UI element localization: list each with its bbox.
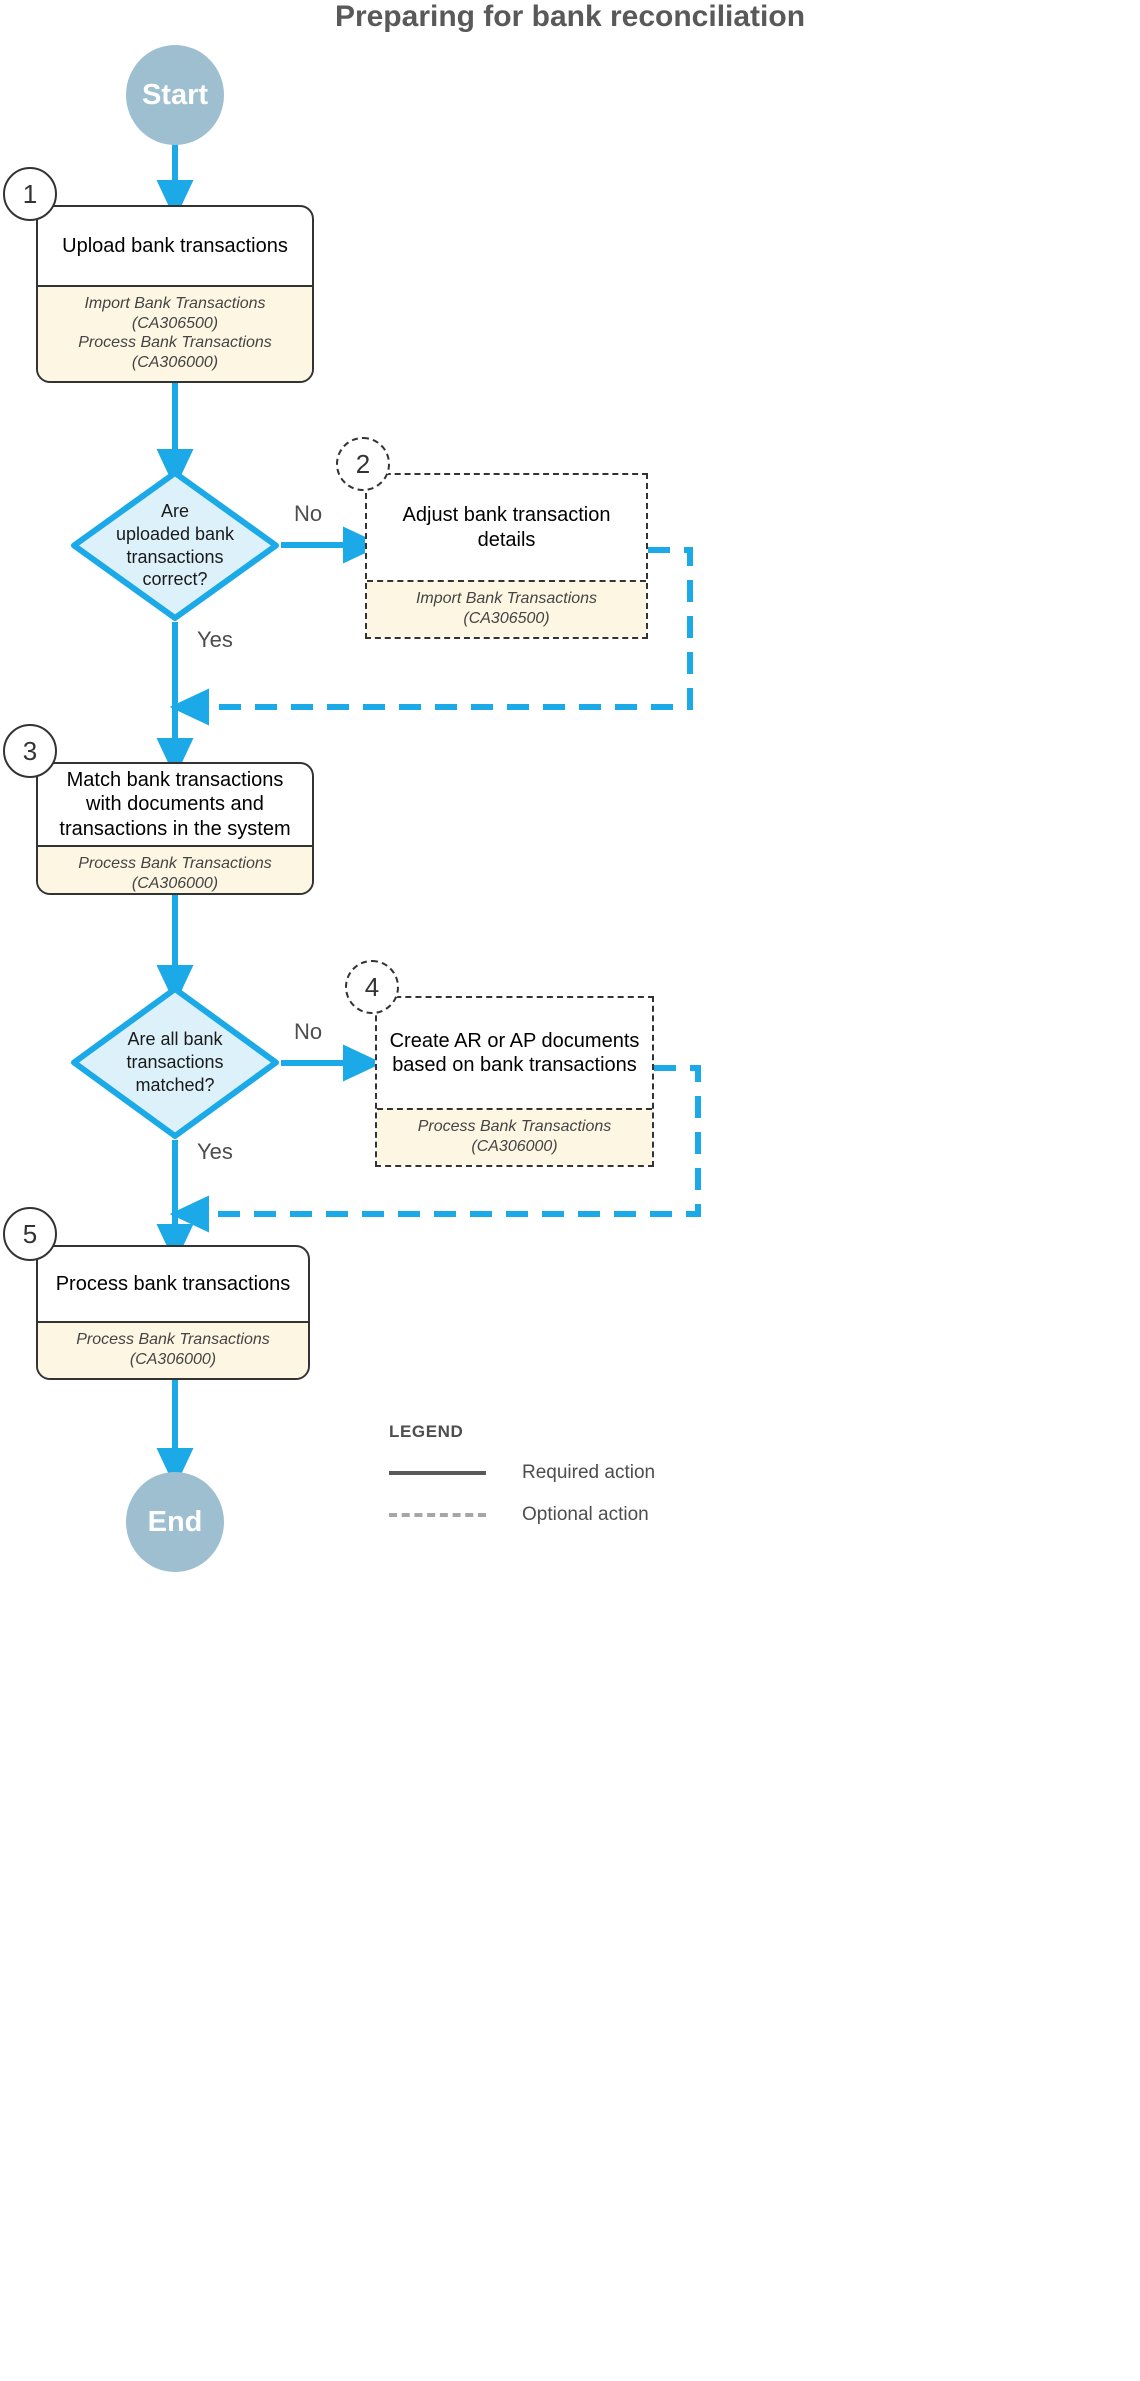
step-badge-2-number: 2 (355, 448, 371, 479)
process-node-4-screens: Process Bank Transactions (CA306000) (377, 1108, 652, 1165)
step-badge-4: 4 (345, 960, 399, 1014)
step-badge-1-number: 1 (22, 178, 38, 209)
step-badge-3: 3 (3, 724, 57, 778)
legend-item-optional: Optional action (389, 1504, 655, 1526)
decision-node-2[interactable]: Are all bank transactions matched? (69, 984, 281, 1141)
process-node-5-screens: Process Bank Transactions (CA306000) (38, 1321, 308, 1378)
start-label: Start (141, 78, 209, 111)
process-node-3[interactable]: Match bank transactions with documents a… (36, 762, 314, 895)
step-badge-1: 1 (3, 167, 57, 221)
decision-node-1[interactable]: Are uploaded bank transactions correct? (69, 468, 281, 623)
step-badge-4-number: 4 (364, 971, 380, 1002)
end-terminator[interactable]: End (126, 1472, 224, 1572)
step-badge-2: 2 (336, 437, 390, 491)
legend-swatch-solid-icon (389, 1471, 486, 1475)
process-node-5-label: Process bank transactions (55, 1272, 291, 1295)
process-node-2-screens: Import Bank Transactions (CA306500) (367, 580, 646, 637)
page-title: Preparing for bank reconciliation (334, 0, 806, 33)
process-node-4[interactable]: Create AR or AP documents based on bank … (375, 996, 654, 1167)
decision-node-2-label: Are all bank transactions matched? (126, 1029, 224, 1095)
legend: LEGEND Required action Optional action (389, 1422, 655, 1526)
process-node-1-label: Upload bank transactions (62, 234, 288, 257)
decision-2-yes-label: Yes (197, 1139, 233, 1164)
decision-1-no-label: No (294, 501, 323, 526)
process-node-4-label: Create AR or AP documents based on bank … (389, 1029, 640, 1077)
legend-title: LEGEND (389, 1422, 464, 1441)
end-label: End (147, 1505, 203, 1538)
process-node-5[interactable]: Process bank transactions Process Bank T… (36, 1245, 310, 1380)
legend-item-optional-label: Optional action (522, 1504, 649, 1525)
decision-2-no-label: No (294, 1019, 323, 1044)
legend-swatch-dashed-icon (389, 1513, 486, 1517)
legend-item-required: Required action (389, 1462, 655, 1484)
process-node-2[interactable]: Adjust bank transaction details Import B… (365, 473, 648, 639)
process-node-1-screens: Import Bank Transactions (CA306500) Proc… (38, 284, 312, 381)
process-node-2-label: Adjust bank transaction details (402, 504, 611, 551)
decision-1-yes-label: Yes (197, 627, 233, 652)
decision-node-1-label: Are uploaded bank transactions correct? (115, 501, 235, 590)
step-badge-3-number: 3 (22, 735, 38, 766)
process-node-3-screens: Process Bank Transactions (CA306000) (38, 845, 312, 893)
legend-item-required-label: Required action (522, 1462, 656, 1483)
process-node-1[interactable]: Upload bank transactions Import Bank Tra… (36, 205, 314, 383)
process-node-3-label: Match bank transactions with documents a… (59, 769, 291, 840)
step-badge-5-number: 5 (22, 1218, 38, 1249)
decision-node-1-shape (71, 470, 279, 621)
step-badge-5: 5 (3, 1207, 57, 1261)
decision-node-2-shape (71, 986, 279, 1139)
start-terminator[interactable]: Start (126, 45, 224, 145)
